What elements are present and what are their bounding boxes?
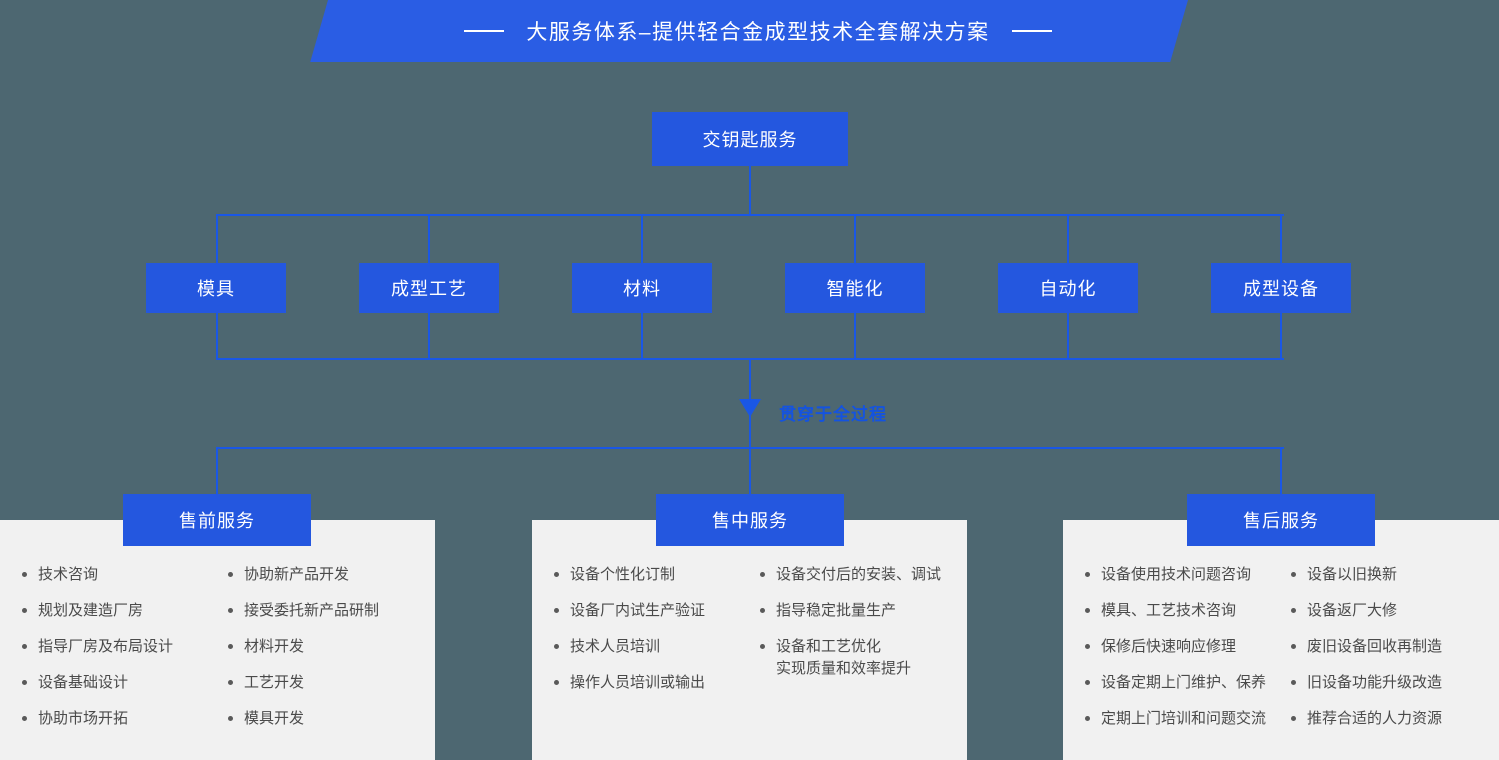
bullet-icon: [22, 608, 27, 613]
bullet-icon: [554, 644, 559, 649]
node-automation: 自动化: [998, 263, 1138, 313]
bullet-icon: [760, 608, 765, 613]
bullet-icon: [1085, 716, 1090, 721]
after-sale-column-a: 设备使用技术问题咨询 模具、工艺技术咨询 保修后快速响应修理 设备定期上门维护、…: [1085, 564, 1291, 760]
bullet-icon: [228, 608, 233, 613]
list-item: 接受委托新产品研制: [228, 600, 427, 622]
section-header-in-sale: 售中服务: [656, 494, 844, 546]
list-item: 设备厂内试生产验证: [554, 600, 760, 622]
connector-rise-module-1: [216, 312, 218, 360]
bullet-icon: [1085, 572, 1090, 577]
bullet-icon: [554, 608, 559, 613]
list-item: 协助新产品开发: [228, 564, 427, 586]
connector-drop-after-sale: [1280, 447, 1282, 495]
bullet-icon: [1291, 680, 1296, 685]
title-right-dash: [1011, 30, 1052, 32]
list-item: 技术咨询: [22, 564, 228, 586]
panel-pre-sale: 技术咨询 规划及建造厂房 指导厂房及布局设计 设备基础设计 协助市场开拓 协助新…: [0, 520, 435, 760]
list-item: 模具、工艺技术咨询: [1085, 600, 1291, 622]
node-forming-equipment: 成型设备: [1211, 263, 1351, 313]
list-item: 旧设备功能升级改造: [1291, 672, 1491, 694]
list-item: 保修后快速响应修理: [1085, 636, 1291, 658]
section-header-after-sale: 售后服务: [1187, 494, 1375, 546]
list-item: 工艺开发: [228, 672, 427, 694]
list-item: 模具开发: [228, 708, 427, 730]
bullet-icon: [1085, 680, 1090, 685]
pre-sale-column-b: 协助新产品开发 接受委托新产品研制 材料开发 工艺开发 模具开发: [228, 564, 427, 760]
bullet-icon: [1291, 608, 1296, 613]
connector-drop-module-2: [428, 214, 430, 264]
list-item: 设备定期上门维护、保养: [1085, 672, 1291, 694]
list-item: 设备返厂大修: [1291, 600, 1491, 622]
down-triangle-icon: [739, 399, 761, 417]
bullet-icon: [1291, 644, 1296, 649]
list-item: 废旧设备回收再制造: [1291, 636, 1491, 658]
connector-rise-module-4: [854, 312, 856, 360]
connector-drop-module-6: [1280, 214, 1282, 264]
node-turnkey-service: 交钥匙服务: [652, 112, 848, 166]
list-item: 设备和工艺优化 实现质量和效率提升: [760, 636, 959, 680]
panel-after-sale: 设备使用技术问题咨询 模具、工艺技术咨询 保修后快速响应修理 设备定期上门维护、…: [1063, 520, 1499, 760]
connector-rise-module-3: [641, 312, 643, 360]
node-material: 材料: [572, 263, 712, 313]
list-item: 协助市场开拓: [22, 708, 228, 730]
list-item: 技术人员培训: [554, 636, 760, 658]
bullet-icon: [228, 716, 233, 721]
section-header-pre-sale: 售前服务: [123, 494, 311, 546]
bullet-icon: [228, 644, 233, 649]
list-item: 材料开发: [228, 636, 427, 658]
connector-root-drop: [749, 166, 751, 216]
connector-drop-module-5: [1067, 214, 1069, 264]
connector-drop-pre-sale: [216, 447, 218, 495]
title-left-dash: [464, 30, 505, 32]
list-item: 设备基础设计: [22, 672, 228, 694]
list-item: 指导厂房及布局设计: [22, 636, 228, 658]
page-title: 大服务体系–提供轻合金成型技术全套解决方案: [526, 21, 990, 44]
bullet-icon: [22, 716, 27, 721]
bullet-icon: [22, 680, 27, 685]
list-item: 设备交付后的安装、调试: [760, 564, 959, 586]
bullet-icon: [760, 644, 765, 649]
panel-in-sale: 设备个性化订制 设备厂内试生产验证 技术人员培训 操作人员培训或输出 设备交付后…: [532, 520, 967, 760]
bullet-icon: [760, 572, 765, 577]
bullet-icon: [1085, 608, 1090, 613]
connector-drop-module-4: [854, 214, 856, 264]
list-item: 推荐合适的人力资源: [1291, 708, 1491, 730]
bullet-icon: [1291, 716, 1296, 721]
node-forming-process: 成型工艺: [359, 263, 499, 313]
bullet-icon: [22, 644, 27, 649]
title-banner: 大服务体系–提供轻合金成型技术全套解决方案: [328, 0, 1188, 62]
in-sale-column-b: 设备交付后的安装、调试 指导稳定批量生产 设备和工艺优化 实现质量和效率提升: [760, 564, 959, 760]
process-note: 贯穿于全过程: [779, 405, 887, 424]
list-item: 设备以旧换新: [1291, 564, 1491, 586]
node-mould: 模具: [146, 263, 286, 313]
bullet-icon: [554, 572, 559, 577]
bullet-icon: [22, 572, 27, 577]
connector-rise-module-5: [1067, 312, 1069, 360]
list-item: 定期上门培训和问题交流: [1085, 708, 1291, 730]
connector-drop-in-sale: [749, 447, 751, 495]
connector-drop-module-3: [641, 214, 643, 264]
connector-drop-module-1: [216, 214, 218, 264]
list-item: 设备使用技术问题咨询: [1085, 564, 1291, 586]
bullet-icon: [1291, 572, 1296, 577]
node-intelligence: 智能化: [785, 263, 925, 313]
bullet-icon: [1085, 644, 1090, 649]
in-sale-column-a: 设备个性化订制 设备厂内试生产验证 技术人员培训 操作人员培训或输出: [554, 564, 760, 760]
list-item: 指导稳定批量生产: [760, 600, 959, 622]
list-item: 规划及建造厂房: [22, 600, 228, 622]
connector-rise-module-6: [1280, 312, 1282, 360]
bullet-icon: [554, 680, 559, 685]
connector-top-horizontal: [216, 214, 1284, 216]
list-item: 设备个性化订制: [554, 564, 760, 586]
list-item: 操作人员培训或输出: [554, 672, 760, 694]
bullet-icon: [228, 572, 233, 577]
bullet-icon: [228, 680, 233, 685]
pre-sale-column-a: 技术咨询 规划及建造厂房 指导厂房及布局设计 设备基础设计 协助市场开拓: [22, 564, 228, 760]
after-sale-column-b: 设备以旧换新 设备返厂大修 废旧设备回收再制造 旧设备功能升级改造 推荐合适的人…: [1291, 564, 1491, 760]
connector-rise-module-2: [428, 312, 430, 360]
